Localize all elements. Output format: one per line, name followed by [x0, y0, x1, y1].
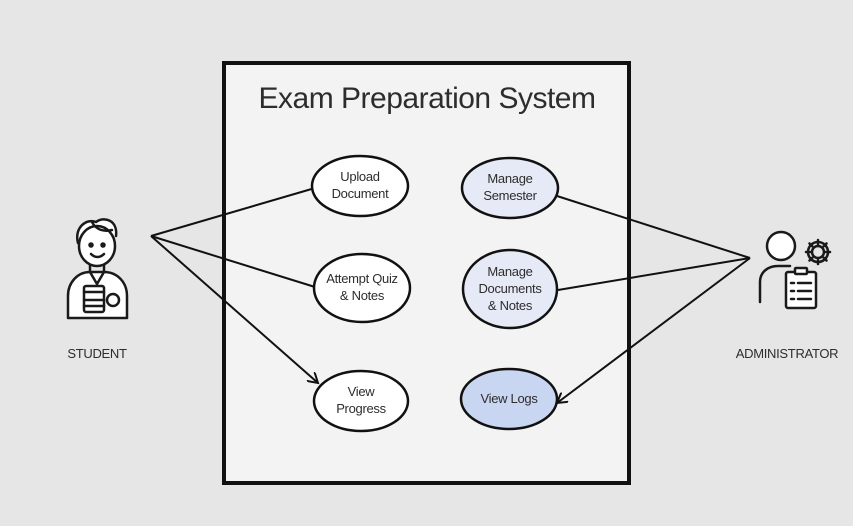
system-boundary	[222, 61, 631, 485]
upload-line-1: Upload	[340, 169, 380, 184]
attempt-line-2: & Notes	[339, 288, 385, 303]
usecase-manage-documents[interactable]	[461, 248, 559, 330]
usecase-attempt-quiz-label: Attempt Quiz & Notes	[312, 270, 412, 304]
assoc-admin-documents	[557, 257, 751, 291]
usecase-manage-semester-label: Manage Semester	[460, 170, 560, 204]
usecase-view-progress-label: View Progress	[311, 383, 411, 417]
upload-line-2: Document	[331, 186, 389, 201]
assoc-student-progress	[150, 235, 318, 383]
progress-line-2: Progress	[336, 401, 386, 416]
documents-line-3: & Notes	[487, 298, 533, 313]
logs-line-1: View Logs	[480, 391, 538, 406]
usecase-view-progress[interactable]	[312, 369, 410, 433]
usecase-manage-semester[interactable]	[460, 156, 560, 220]
semester-line-2: Semester	[483, 188, 537, 203]
usecase-manage-documents-label: Manage Documents & Notes	[460, 263, 560, 314]
assoc-student-attempt	[150, 235, 316, 288]
assoc-student-upload	[150, 187, 316, 237]
attempt-line-1: Attempt Quiz	[326, 271, 398, 286]
student-icon	[66, 218, 129, 320]
semester-line-1: Manage	[487, 171, 533, 186]
usecase-upload-document-label: Upload Document	[310, 168, 410, 202]
assoc-admin-semester	[556, 195, 751, 259]
usecase-attempt-quiz[interactable]	[312, 252, 412, 324]
usecase-view-logs-label: View Logs	[459, 390, 559, 407]
administrator-icon	[758, 230, 832, 310]
progress-line-1: View	[347, 384, 375, 399]
usecase-view-logs[interactable]	[459, 367, 559, 431]
documents-line-2: Documents	[478, 281, 542, 296]
assoc-admin-logs	[557, 257, 751, 403]
system-title: Exam Preparation System	[258, 82, 596, 115]
documents-line-1: Manage	[487, 264, 533, 279]
usecase-upload-document[interactable]	[310, 154, 410, 218]
administrator-label: ADMINISTRATOR	[735, 346, 839, 361]
student-label: STUDENT	[67, 346, 127, 361]
